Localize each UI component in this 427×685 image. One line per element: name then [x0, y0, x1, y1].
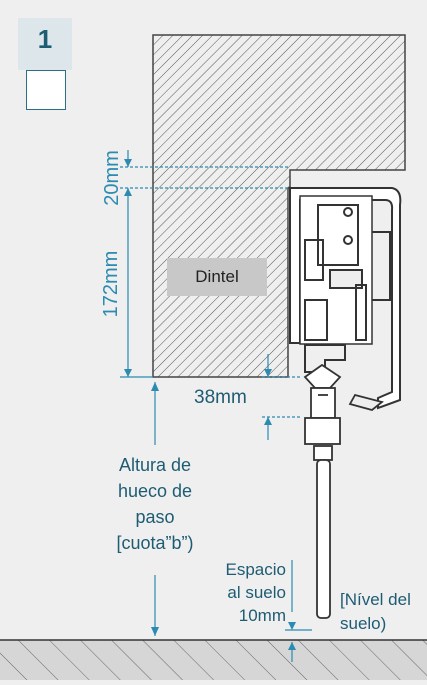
dim-20mm-label: 20mm	[101, 150, 123, 206]
door-hanger	[303, 363, 384, 461]
nivel-line-2: suelo)	[340, 614, 387, 633]
espacio-line-3: 10mm	[238, 606, 286, 625]
dim-172mm-label: 172mm	[100, 250, 122, 318]
altura-line-3: paso	[135, 507, 175, 527]
step-badge	[18, 18, 72, 70]
dimension-arrows	[124, 159, 296, 650]
door-leaf	[316, 459, 331, 619]
nivel-line-1: [Nível del	[340, 590, 411, 609]
espacio-label: Espacio al suelo 10mm	[200, 558, 286, 627]
dintel-label: Dintel	[167, 258, 267, 296]
espacio-line-1: Espacio	[225, 560, 286, 579]
altura-label: Altura de hueco de paso [cuota”b”)	[90, 452, 220, 556]
dim-38mm-label: 38mm	[194, 387, 247, 408]
altura-line-4: [cuota”b”)	[116, 533, 194, 553]
floor	[0, 640, 427, 680]
step-number: 1	[37, 24, 53, 54]
door-track-profile	[289, 187, 402, 410]
espacio-line-2: al suelo	[227, 583, 286, 602]
altura-line-2: hueco de	[117, 481, 193, 501]
nivel-label: [Nível del suelo)	[340, 588, 424, 636]
altura-line-1: Altura de	[118, 455, 192, 475]
step-checkbox[interactable]	[26, 70, 66, 110]
dimension-lines	[120, 150, 312, 662]
